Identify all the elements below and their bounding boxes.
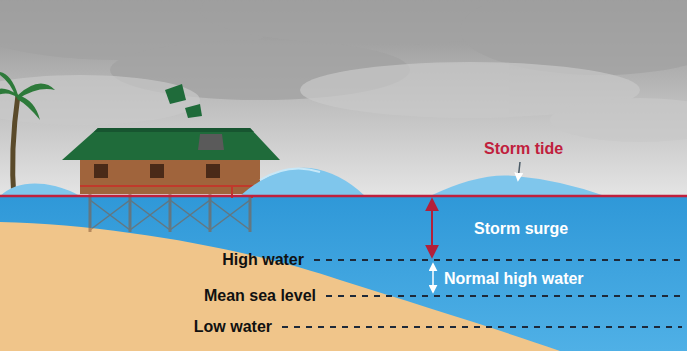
normal-high-water-label: Normal high water bbox=[444, 270, 584, 288]
level-label: High water bbox=[222, 251, 304, 269]
level-label: Low water bbox=[194, 318, 272, 336]
storm-tide-label: Storm tide bbox=[484, 140, 563, 158]
level-label: Mean sea level bbox=[204, 287, 316, 305]
storm-surge-label: Storm surge bbox=[474, 220, 568, 238]
